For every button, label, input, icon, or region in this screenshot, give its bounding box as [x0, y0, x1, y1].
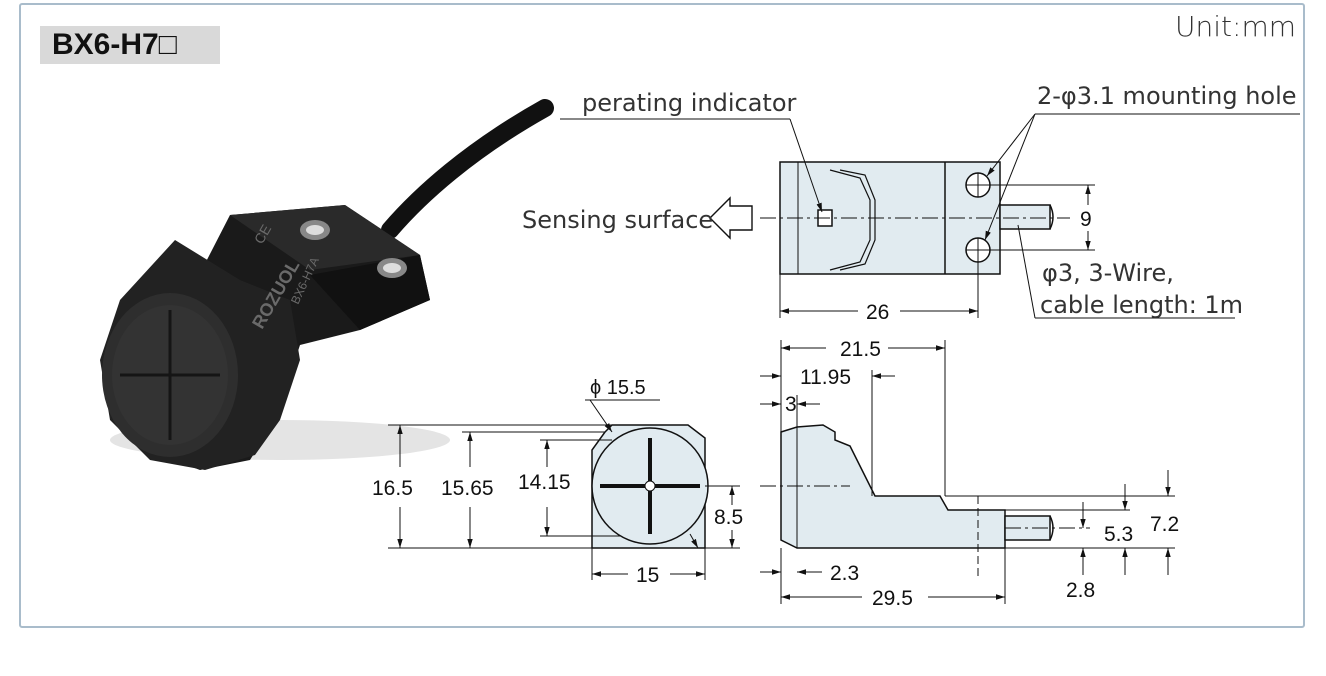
cable-label-line1: φ3, 3-Wire,	[1042, 259, 1174, 287]
side-view	[760, 340, 1175, 604]
top-view	[560, 113, 1300, 319]
dim-front-dia: ϕ 15.5	[590, 377, 646, 399]
dim-front-h1: 16.5	[372, 477, 413, 500]
mounting-hole-label: 2-φ3.1 mounting hole	[1037, 82, 1297, 110]
cable-label-line2: cable length: 1m	[1040, 291, 1243, 319]
dim-side-29-5: 29.5	[872, 587, 913, 610]
operating-indicator-label: perating indicator	[582, 89, 797, 117]
dim-side-5-3: 5.3	[1104, 523, 1133, 546]
model-badge	[40, 26, 220, 64]
product-photo: ROZUOL BX6-H7A CE	[100, 99, 554, 470]
model-title: BX6-H7□	[52, 28, 177, 61]
dim-side-2-3: 2.3	[830, 562, 859, 585]
dim-side-11-95: 11.95	[800, 366, 851, 389]
dim-front-h2: 15.65	[441, 477, 494, 500]
unit-label: Unit:mm	[1175, 10, 1296, 43]
dim-front-width: 15	[636, 564, 659, 587]
dim-side-7-2: 7.2	[1150, 513, 1179, 536]
dim-side-3: 3	[785, 393, 797, 416]
dim-side-21-5: 21.5	[840, 338, 881, 361]
sensing-surface-label: Sensing surface	[522, 206, 713, 234]
dim-side-2-8: 2.8	[1066, 579, 1095, 602]
dim-front-h3: 14.15	[518, 471, 571, 494]
dim-front-h4: 8.5	[714, 506, 743, 529]
front-view	[388, 399, 740, 580]
dim-top-length: 26	[866, 301, 889, 324]
dim-top-height: 9	[1080, 208, 1092, 231]
